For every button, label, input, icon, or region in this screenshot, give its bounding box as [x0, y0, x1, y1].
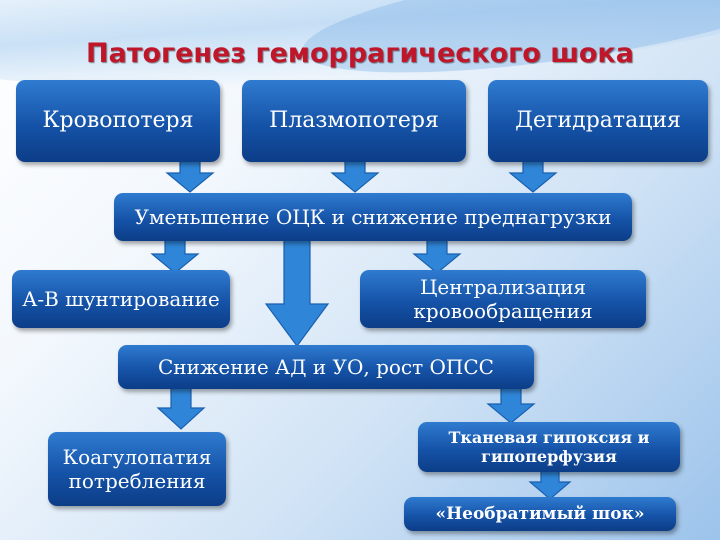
arrow-to-av-shunting [150, 239, 200, 274]
box-tissue-hypoxia: Тканевая гипоксия и гипоперфузия [418, 422, 680, 472]
box-tissue-hypoxia-label: Тканевая гипоксия и гипоперфузия [448, 427, 650, 466]
box-coagulopathy: Коагулопатия потребления [48, 432, 226, 506]
box-bp-decrease: Снижение АД и УО, рост ОПСС [118, 345, 534, 389]
arrow-to-bp-decrease [264, 239, 330, 348]
box-plasma-loss-label: Плазмопотеря [269, 107, 439, 133]
page-title: Патогенез геморрагического шока [86, 38, 634, 69]
box-plasma-loss: Плазмопотеря [242, 80, 466, 162]
box-coagulopathy-label: Коагулопатия потребления [62, 445, 212, 493]
box-centralization: Централизация кровообращения [360, 270, 646, 328]
box-blood-loss-label: Кровопотеря [42, 107, 194, 133]
box-irreversible-shock-label: «Необратимый шок» [435, 503, 645, 524]
box-av-shunting-label: А-В шунтирование [22, 287, 220, 311]
box-centralization-label: Централизация кровообращения [413, 275, 593, 323]
arrow-to-irreversible-shock [528, 469, 572, 500]
box-av-shunting: А-В шунтирование [12, 270, 230, 328]
box-irreversible-shock: «Необратимый шок» [404, 497, 676, 531]
box-dehydration-label: Дегидратация [515, 107, 681, 133]
arrow-blood-loss-down [165, 156, 215, 193]
arrow-dehydration-down [508, 156, 558, 193]
box-blood-loss: Кровопотеря [16, 80, 220, 162]
arrow-to-centralization [412, 239, 462, 274]
box-bcv-decrease: Уменьшение ОЦК и снижение преднагрузки [114, 193, 632, 241]
arrow-to-tissue-hypoxia [486, 385, 536, 424]
arrow-plasma-loss-down [330, 156, 380, 193]
box-bcv-decrease-label: Уменьшение ОЦК и снижение преднагрузки [134, 205, 612, 229]
box-bp-decrease-label: Снижение АД и УО, рост ОПСС [158, 355, 494, 379]
arrow-to-coagulopathy [156, 385, 206, 430]
box-dehydration: Дегидратация [488, 80, 708, 162]
